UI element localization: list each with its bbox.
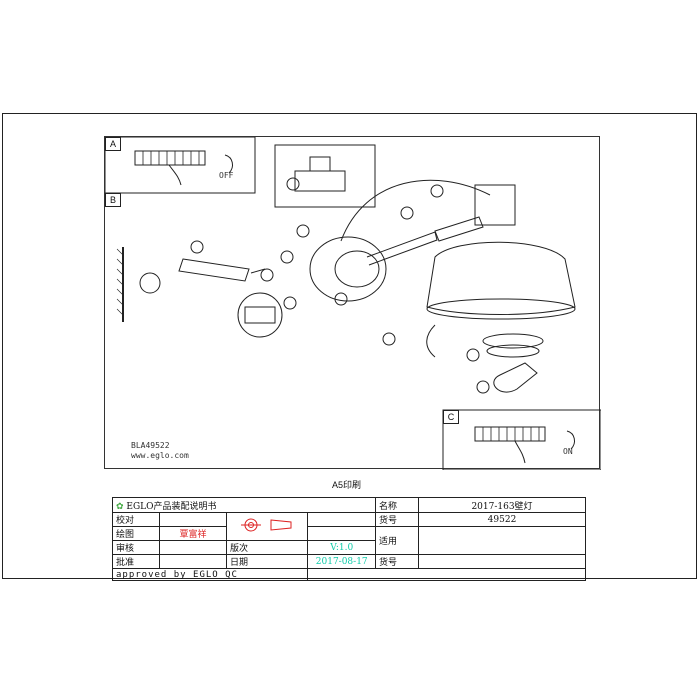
callout-b-circle [382,332,396,346]
version-value: V:1.0 [307,540,376,555]
date-label: 日期 [225,554,309,569]
first-angle-projection-icon [241,518,292,532]
on-label: ON [563,447,573,456]
print-size-label: A5印刷 [332,480,362,490]
lamp-shade-icon [426,241,576,315]
drawn-value: 覃富祥 [159,526,227,541]
socket-detail-box [274,144,376,208]
drawn-label: 绘图 [112,526,160,541]
cable-arc-icon [340,179,491,242]
callout-5-circle [190,240,204,254]
brand-title: EGLO产品装配说明书 [126,501,217,512]
wall-plate-icon [309,236,387,302]
lamp-arm-icon [366,231,438,266]
model-code: BLA49522 [131,441,170,450]
hand-c-icon [514,440,526,464]
eglo-logo-icon: ✿ [116,501,124,512]
callout-10-circle [476,380,490,394]
title-block-table: ✿ EGLO产品装配说明书 名称 2017-163壁灯 校对 货号 49522 … [111,497,586,581]
item-no-value: 49522 [418,512,586,527]
callout-1-circle [286,177,300,191]
website-text: www.eglo.com [131,451,189,460]
rotate-arrow-c-icon [566,430,575,450]
projection-symbol [225,512,309,541]
callout-c-circle [430,184,444,198]
hand-holding-shade-icon [426,324,436,358]
terminal-block-c-icon [474,426,546,442]
lamp-socket-icon [474,184,516,226]
name-value: 2017-163壁灯 [418,497,586,513]
review-label: 审核 [112,540,160,555]
date-value: 2017-08-17 [307,554,376,569]
callout-8c-circle [400,206,414,220]
assembly-drawing: A B C [104,136,601,470]
terminal-detail-circle [237,292,283,338]
lamp-assembly-illustration [105,137,601,470]
rotate-arrow-icon [224,154,233,174]
terminal-block-icon [134,150,206,166]
callout-7-circle [260,268,274,282]
applicable-label: 适用 [375,526,419,555]
approved-by-text: approved by EGLO QC [111,568,309,581]
brand-title-cell: ✿ EGLO产品装配说明书 [112,497,376,513]
version-label: 版次 [225,540,309,555]
callout-6-circle [280,250,294,264]
socket-detail-icon [294,156,346,192]
shade-ring-icon [482,333,544,349]
approve-label: 批准 [112,554,160,569]
light-bulb-icon [493,362,538,393]
proof-label: 校对 [112,512,160,527]
off-label: OFF [219,171,234,180]
panel-c-box [442,409,601,470]
wall-cable-detail [139,272,161,294]
callout-3-circle [466,348,480,362]
callout-8-circle [283,296,297,310]
name-label: 名称 [375,497,419,513]
mounting-bracket-icon [178,258,250,282]
callout-8b-circle [334,292,348,306]
callout-9-circle [296,224,310,238]
hand-icon [168,164,182,186]
item-no-label: 货号 [375,512,419,527]
item-label: 货号 [375,554,419,569]
panel-a-box [105,137,256,194]
